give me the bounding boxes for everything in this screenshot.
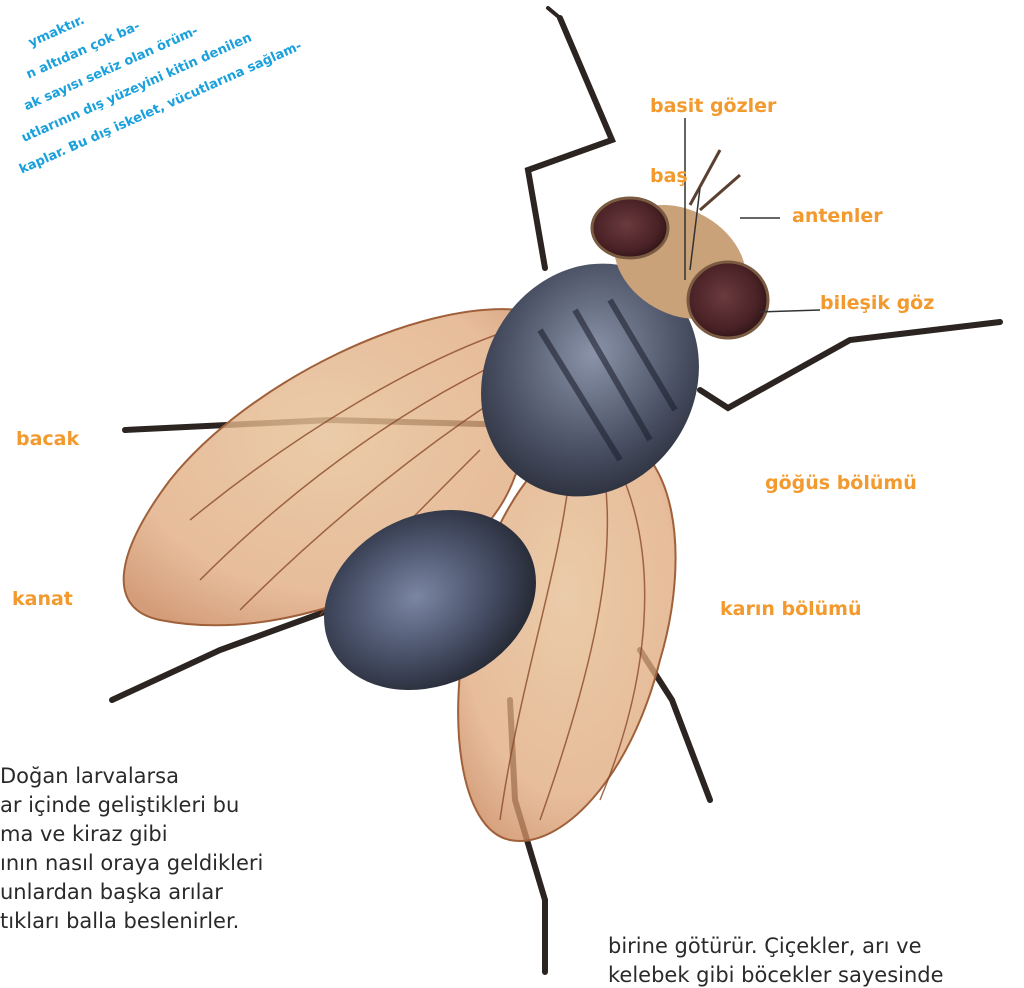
- left-text-line: ının nasıl oraya geldikleri: [0, 849, 263, 878]
- label-simple-eyes: basit gözler: [650, 95, 776, 117]
- right-paragraph: birine götürür. Çiçekler, arı ve kelebek…: [608, 932, 944, 988]
- label-leg: bacak: [16, 428, 79, 450]
- label-compound-eye: bileşik göz: [820, 292, 934, 314]
- compound-eye-left: [592, 198, 668, 258]
- right-text-line: kelebek gibi böcekler sayesinde: [608, 961, 944, 988]
- label-head: baş: [650, 165, 688, 187]
- label-abdomen: karın bölümü: [720, 598, 862, 620]
- left-text-line: unlardan başka arılar: [0, 878, 263, 907]
- label-thorax: göğüs bölümü: [765, 472, 917, 494]
- left-text-line: Doğan larvalarsa: [0, 762, 263, 791]
- left-paragraph: Doğan larvalarsa ar içinde geliştikleri …: [0, 762, 263, 936]
- compound-eye-right: [688, 262, 768, 338]
- left-text-line: tıkları balla beslenirler.: [0, 907, 263, 936]
- label-antennae: antenler: [792, 205, 883, 227]
- label-wing: kanat: [12, 588, 73, 610]
- right-text-line: birine götürür. Çiçekler, arı ve: [608, 932, 944, 961]
- left-text-line: ar içinde geliştikleri bu: [0, 791, 263, 820]
- left-text-line: ma ve kiraz gibi: [0, 820, 263, 849]
